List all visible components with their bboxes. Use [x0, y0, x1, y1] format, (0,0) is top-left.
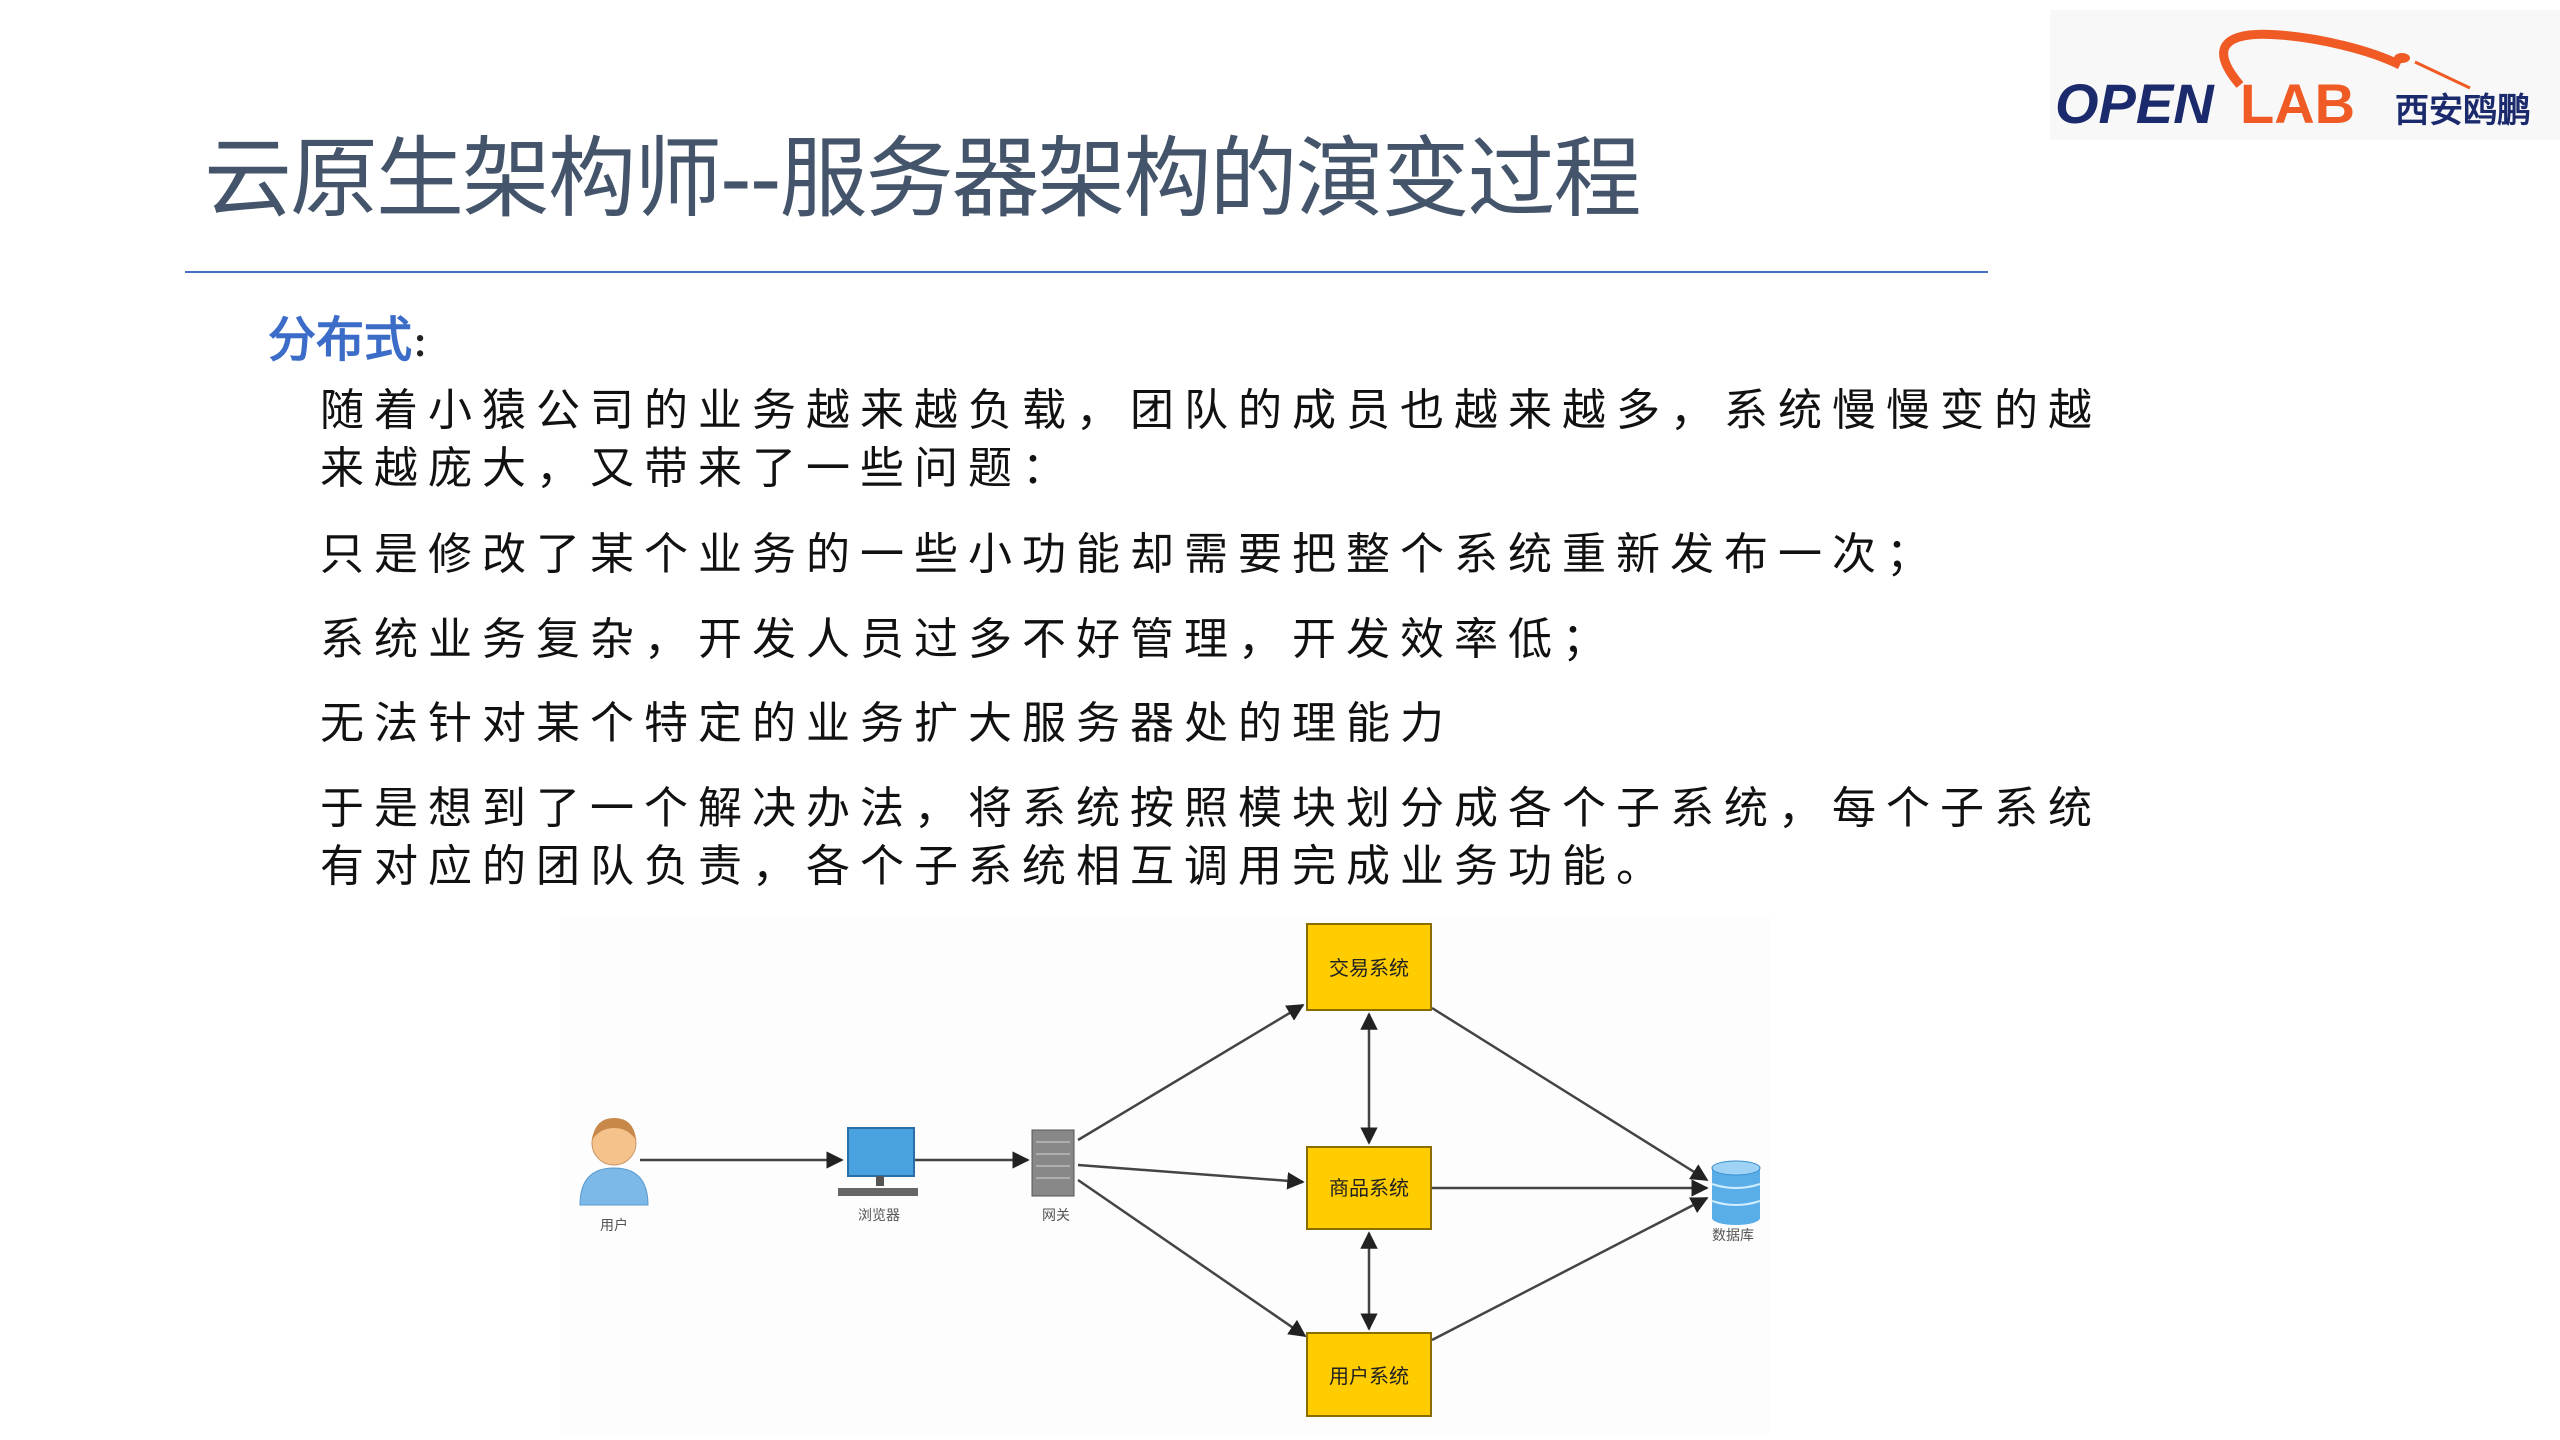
page-title: 云原生架构师--服务器架构的演变过程	[204, 127, 1642, 230]
diagram-background	[560, 915, 1770, 1435]
paragraph-5: 于是想到了一个解决办法，将系统按照模块划分成各个子系统，每个子系统有对应的团队负…	[320, 783, 2102, 892]
section-heading-colon: :	[412, 312, 429, 368]
section-heading-text: 分布式	[268, 312, 413, 368]
paragraph-2: 只是修改了某个业务的一些小功能却需要把整个系统重新发布一次；	[320, 529, 1940, 580]
openlab-logo: OPEN LAB 西安鸥鹏	[2050, 10, 2560, 140]
paragraph-1: 随着小猿公司的业务越来越负载，团队的成员也越来越多，系统慢慢变的越来越庞大，又带…	[320, 385, 2102, 494]
section-heading: 分布式:	[268, 300, 428, 370]
svg-text:LAB: LAB	[2240, 72, 2355, 135]
title-divider	[185, 271, 1988, 273]
svg-text:西安鸥鹏: 西安鸥鹏	[2395, 91, 2531, 131]
paragraph-4: 无法针对某个特定的业务扩大服务器处的理能力	[320, 698, 1454, 749]
paragraph-3: 系统业务复杂，开发人员过多不好管理，开发效率低；	[320, 614, 1616, 665]
svg-text:OPEN: OPEN	[2055, 72, 2215, 135]
